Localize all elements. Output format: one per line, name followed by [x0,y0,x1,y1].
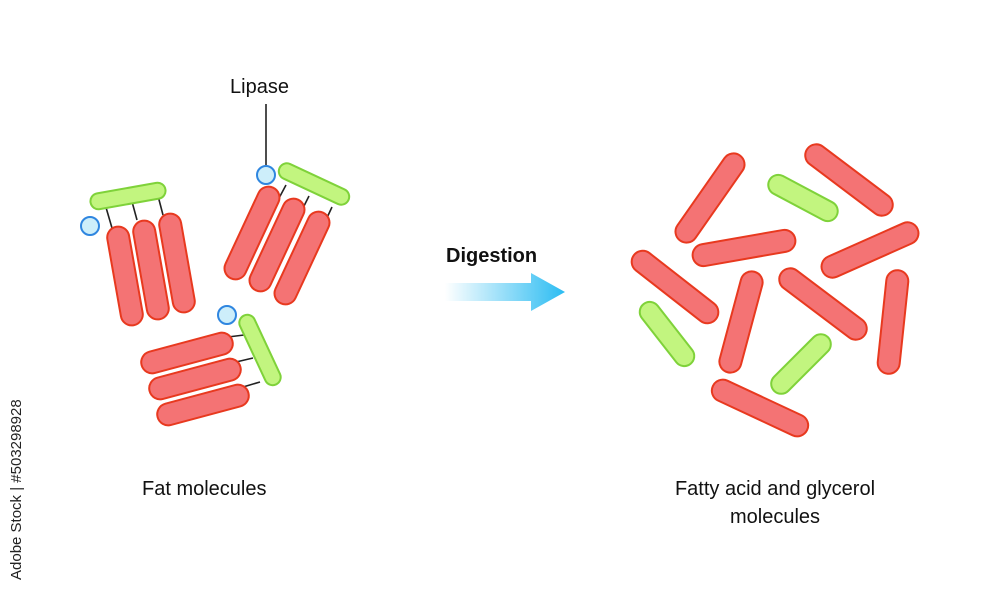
fat-molecules-label: Fat molecules [142,478,267,500]
glycerol-backbone [89,181,167,211]
fatty-acid-molecule [820,221,920,279]
glycerol-molecule [770,333,832,395]
fatty-acid-chain [106,225,144,327]
fatty-acid-chain [132,219,170,321]
lipase-enzyme [80,216,100,236]
fat-molecule-1 [80,181,196,327]
digestion-label: Digestion [446,245,538,267]
stock-id-text: Adobe Stock | #503298928 [8,399,25,580]
products-label-line-1: Fatty acid and glycerol [674,478,876,500]
glycerol-backbone [277,162,351,206]
products-label: Fatty acid and glycerol molecules [640,477,910,529]
glycerol-molecule [638,300,696,368]
fatty-acid-chain [156,383,250,427]
fat-molecule-2 [223,104,351,306]
fatty-acid-chain [248,197,306,293]
glycerol-backbone [238,313,282,387]
fatty-acid-chain [273,210,331,306]
fatty-acid-molecule [674,152,746,244]
fatty-acid-chain [140,331,234,375]
digestion-arrow [445,273,565,311]
lipase-label: Lipase [230,76,289,98]
fatty-acid-molecule [804,143,894,217]
fatty-acid-chain [223,185,281,281]
products-label-line-2: molecules [729,506,821,528]
fatty-acid-chain [148,357,242,401]
fatty-acid-molecule [710,378,810,438]
fatty-acid-molecule [876,269,910,375]
fatty-acid-molecule [718,270,764,374]
glycerol-molecule [767,173,839,223]
products-group [630,143,920,438]
fatty-acid-molecule [691,228,797,268]
fatty-acid-molecule [630,249,720,325]
fatty-acid-molecule [778,267,868,341]
fatty-acid-chain [158,212,196,314]
lipase-enzyme [256,165,276,185]
fat-molecule-3 [140,305,282,427]
lipase-enzyme [217,305,237,325]
